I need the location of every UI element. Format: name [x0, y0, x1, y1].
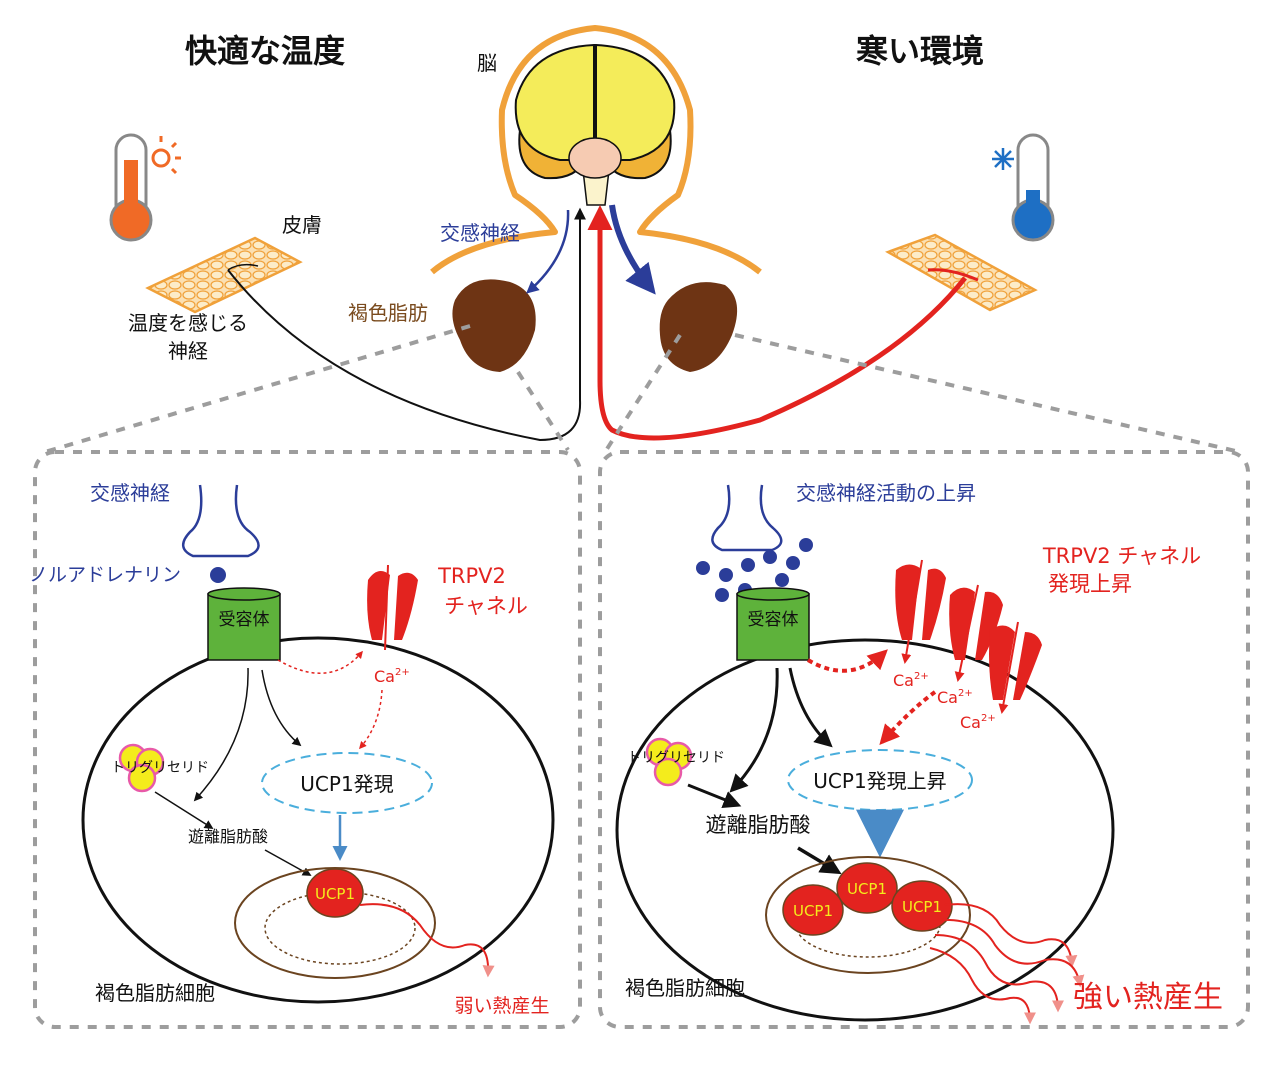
left-mitochondrion-outer: [234, 867, 436, 979]
right-heat-waves: [929, 903, 1085, 1025]
left-dotted-ca-ucp1: [359, 689, 383, 750]
skin-right-icon: [885, 233, 1038, 312]
right-sympathetic-activity-label: 交感神経活動の上昇: [796, 481, 976, 505]
right-triglyceride-label: トリグリセリド: [627, 750, 725, 766]
right-triglyceride-icon: [645, 737, 693, 787]
temperature-nerve-label-line1: 温度を感じる: [128, 311, 248, 335]
left-sympathetic-label: 交感神経: [90, 481, 170, 505]
left-heat-wave: [359, 903, 495, 978]
left-arrow-receptor-ucp1: [261, 669, 302, 747]
right-arrow-receptor-fa: [729, 667, 779, 793]
right-trpv2-label-line2: 発現上昇: [1048, 572, 1132, 596]
right-ucp1-proteins: [782, 862, 953, 936]
right-ucp1-label-left: UCP1: [793, 902, 833, 920]
right-trpv2-channels-icon: [895, 564, 1042, 700]
left-dotted-receptor-trpv2: [277, 650, 363, 674]
brain-label: 脳: [477, 51, 497, 75]
right-receptor: [736, 587, 810, 661]
left-triglyceride-label: トリグリセリド: [111, 760, 209, 776]
right-calcium-label-1: Ca2+: [893, 671, 929, 690]
left-free-fatty-acid-label: 遊離脂肪酸: [188, 827, 268, 846]
left-cell-membrane: [81, 636, 555, 1004]
left-noradrenaline-dot: [210, 567, 226, 583]
right-calcium-label-3: Ca2+: [960, 713, 996, 732]
brown-fat-left-icon: [452, 279, 536, 372]
panel-left-frame: [33, 450, 582, 1029]
thermometer-warm-icon: [109, 133, 181, 242]
skin-label: 皮膚: [282, 213, 322, 237]
left-triglyceride-icon: [118, 743, 165, 793]
right-heat-label: 強い熱産生: [1073, 980, 1223, 1015]
sympathetic-arrow-right: [609, 204, 656, 295]
title-comfortable: 快適な温度: [185, 32, 345, 70]
sympathetic-arrow-left: [526, 209, 570, 294]
left-ucp1-protein: [306, 868, 364, 918]
left-trpv2-channel-icon: [367, 571, 418, 640]
right-ucp1-expression-label: UCP1発現上昇: [813, 769, 946, 793]
sensory-nerve-left: [227, 207, 586, 442]
left-nerve-terminal: [182, 484, 260, 558]
skin-left-icon: [145, 236, 303, 314]
left-calcium-label: Ca2+: [374, 667, 410, 686]
thermometer-cold-icon: [992, 133, 1055, 242]
panel-right-frame: [598, 450, 1250, 1029]
right-trpv2-label-line1: TRPV2 チャネル: [1042, 544, 1201, 568]
left-ucp1-expression-oval: [261, 752, 433, 814]
right-ucp1-label-top: UCP1: [847, 880, 887, 898]
right-cell-membrane: [615, 638, 1115, 1022]
right-ucp1-label-right: UCP1: [902, 898, 942, 916]
left-cell-label: 褐色脂肪細胞: [95, 981, 215, 1005]
right-free-fatty-acid-label: 遊離脂肪酸: [706, 813, 811, 837]
left-mitochondrion-inner: [264, 891, 416, 965]
left-arrow-tg-fa: [154, 791, 214, 829]
right-nerve-terminal: [711, 484, 783, 552]
brown-fat-label: 褐色脂肪: [348, 301, 428, 325]
zoom-guide-lines: [44, 324, 1241, 454]
right-receptor-label: 受容体: [748, 610, 799, 630]
right-arrow-receptor-ucp1: [788, 667, 833, 748]
left-ucp1-label: UCP1: [315, 885, 355, 903]
right-arrow-tg-fa: [687, 783, 742, 809]
right-arrow-fa-ucp1: [797, 846, 842, 875]
left-ucp1-expression-label: UCP1発現: [300, 772, 393, 796]
cold-nerve-right: [587, 205, 967, 441]
left-trpv2-label-line1: TRPV2: [437, 564, 506, 588]
left-noradrenaline-label: ノルアドレナリン: [29, 564, 181, 586]
brain-illustration: [430, 25, 762, 275]
right-dotted-receptor-trpv2: [806, 649, 888, 673]
left-receptor-label: 受容体: [219, 610, 270, 630]
title-cold: 寒い環境: [856, 32, 984, 70]
right-dotted-ca-ucp1: [879, 690, 937, 746]
right-calcium-label-2: Ca2+: [937, 688, 973, 707]
brown-fat-right-icon: [659, 282, 738, 372]
left-arrow-receptor-fa: [193, 667, 249, 802]
right-mitochondrion-outer: [765, 856, 971, 974]
left-receptor: [207, 587, 281, 661]
right-cell-label: 褐色脂肪細胞: [625, 976, 745, 1000]
sympathetic-nerve-top-label: 交感神経: [440, 221, 520, 245]
left-heat-label: 弱い熱産生: [454, 995, 549, 1017]
temperature-nerve-label-line2: 神経: [168, 339, 208, 363]
left-trpv2-label-line2: チャネル: [444, 594, 528, 618]
